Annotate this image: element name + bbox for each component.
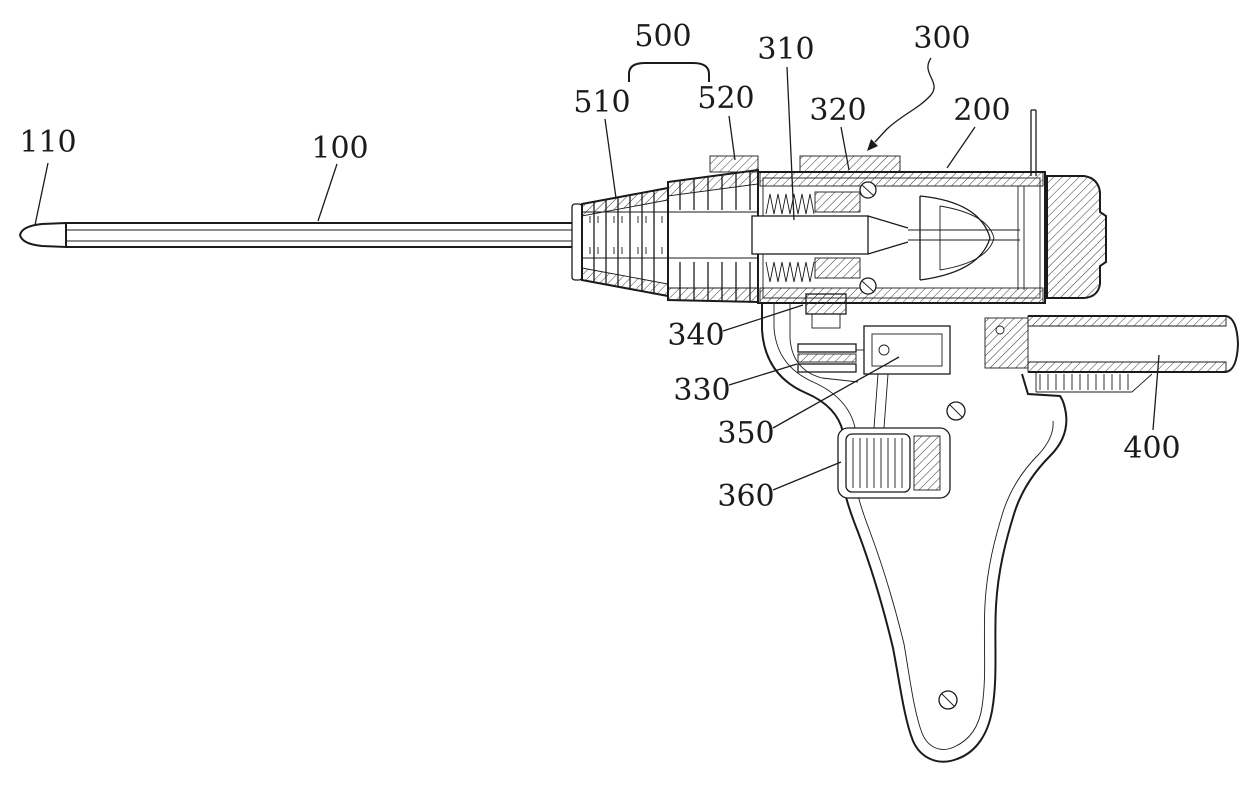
leader-360 — [772, 461, 842, 491]
leader-300-squiggle — [874, 57, 935, 143]
label-310: 310 — [757, 32, 814, 67]
label-330: 330 — [673, 373, 730, 408]
label-340: 340 — [667, 318, 724, 353]
top-pin — [1030, 109, 1037, 176]
label-350: 350 — [717, 416, 774, 451]
brace-500 — [628, 62, 710, 82]
leader-310 — [786, 66, 795, 221]
leader-510 — [604, 118, 617, 199]
label-200: 200 — [953, 93, 1010, 128]
label-400: 400 — [1123, 431, 1180, 466]
label-300: 300 — [913, 21, 970, 56]
leader-300-arrowhead — [867, 139, 878, 151]
leader-100 — [317, 163, 338, 222]
nozzle-body-520 — [582, 155, 759, 304]
housing-body — [751, 155, 1046, 304]
leader-400 — [1152, 354, 1160, 431]
label-320: 320 — [809, 93, 866, 128]
internal-mechanism — [797, 293, 951, 429]
label-500: 500 — [634, 19, 691, 54]
leader-350 — [772, 356, 900, 429]
label-520: 520 — [697, 81, 754, 116]
leader-330 — [728, 363, 798, 386]
rear-cap — [1046, 175, 1107, 299]
tube-spring — [1035, 372, 1153, 393]
label-360: 360 — [717, 479, 774, 514]
label-110: 110 — [19, 125, 76, 160]
reference-labels: 110 100 500 510 520 310 300 320 200 340 … — [19, 19, 1180, 514]
leader-320 — [840, 126, 850, 171]
trigger-wheel — [837, 427, 951, 499]
label-510: 510 — [573, 85, 630, 120]
thread-ticks — [589, 216, 663, 254]
leader-200 — [946, 126, 976, 169]
rear-tube — [984, 315, 1240, 393]
leader-lines — [34, 57, 1160, 491]
leader-340 — [722, 304, 804, 332]
leader-520 — [728, 115, 736, 161]
leader-110 — [34, 162, 49, 226]
nozzle-cone-510 — [571, 186, 669, 298]
label-100: 100 — [311, 131, 368, 166]
